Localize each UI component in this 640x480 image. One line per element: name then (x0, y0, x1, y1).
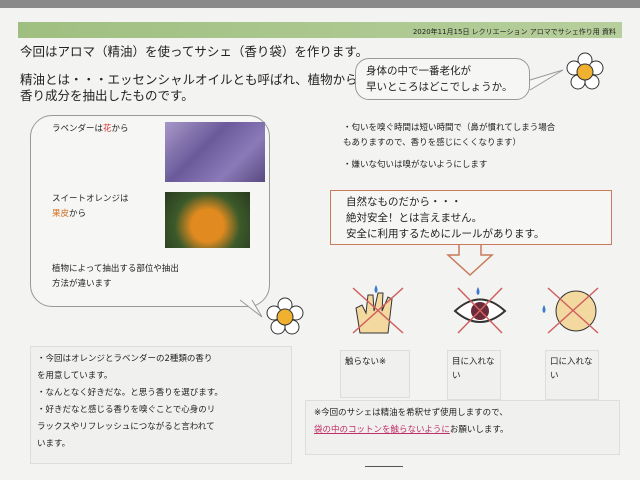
plants-note: 植物によって抽出する部位や抽出 (52, 264, 179, 274)
lavender-photo (165, 122, 265, 182)
note-line: ・なんとなく好きだな。と思う香りを選びます。 (37, 388, 223, 398)
warning-text: 絶対安全！とは言えません。 (346, 212, 483, 224)
down-arrow-icon (446, 245, 494, 277)
orange-label: 果皮から (52, 209, 87, 219)
caution-line: 袋の中のコットンを触らないようにお願いします。 (314, 425, 509, 435)
note-line: ラックスやリフレッシュにつながると言われて (37, 422, 215, 432)
divider (365, 466, 403, 467)
header-band: 2020年11月15日 レクリエーション アロマでサシェ作り用 資料 (18, 22, 622, 38)
caution-line: ※今回のサシェは精油を希釈せず使用しますので、 (314, 408, 508, 418)
orange-label: スイートオレンジは (52, 194, 129, 204)
no-touch-icon (352, 285, 404, 334)
no-mouth-icon (542, 287, 599, 334)
warning-text: 安全に利用するためにルールがあります。 (346, 228, 545, 240)
warning-text: 自然なものだから・・・ (346, 196, 462, 208)
orange-photo (165, 192, 250, 248)
question-bubble: 身体の中で一番老化が 早いところはどこでしょうか。 (355, 58, 530, 100)
rule-label: 触らない※ (340, 350, 410, 398)
bubble-text: 身体の中で一番老化が (366, 65, 471, 77)
intro-line: 精油とは・・・エッセンシャルオイルとも呼ばれ、植物から (20, 72, 358, 87)
warning-box: 自然なものだから・・・ 絶対安全！とは言えません。 安全に利用するためにルールが… (330, 190, 612, 245)
caution-box: ※今回のサシェは精油を希釈せず使用しますので、 袋の中のコットンを触らないように… (305, 400, 620, 455)
rule-label: 口に入れない (545, 350, 599, 400)
flower-icon (239, 297, 304, 335)
intro-line: 今回はアロマ（精油）を使ってサシェ（香り袋）を作ります。 (20, 44, 369, 59)
tip-text: もありますので、香りを感じにくくなります） (343, 138, 521, 148)
note-line: ・今回はオレンジとラベンダーの2種類の香り (37, 354, 213, 364)
intro-line: 香り成分を抽出したものです。 (20, 88, 194, 103)
tip-text: ・嫌いな匂いは嗅がないようにします (343, 160, 488, 170)
note-line: を用意しています。 (37, 371, 113, 381)
photo-edge (0, 0, 640, 8)
lavender-label: ラベンダーは花から (52, 124, 129, 134)
no-eye-icon (453, 287, 507, 334)
notes-box: ・今回はオレンジとラベンダーの2種類の香り を用意しています。 ・なんとなく好き… (30, 346, 292, 464)
flower-icon (529, 52, 604, 91)
note-line: ・好きだなと感じる香りを嗅ぐことで心身のリ (37, 405, 216, 415)
rule-label: 目に入れない (447, 350, 501, 400)
plants-note: 方法が違います (52, 279, 112, 289)
note-line: います。 (37, 439, 71, 449)
tip-text: ・匂いを嗅ぐ時間は短い時間で（鼻が慣れてしまう場合 (343, 123, 556, 133)
bubble-text: 早いところはどこでしょうか。 (366, 81, 513, 93)
